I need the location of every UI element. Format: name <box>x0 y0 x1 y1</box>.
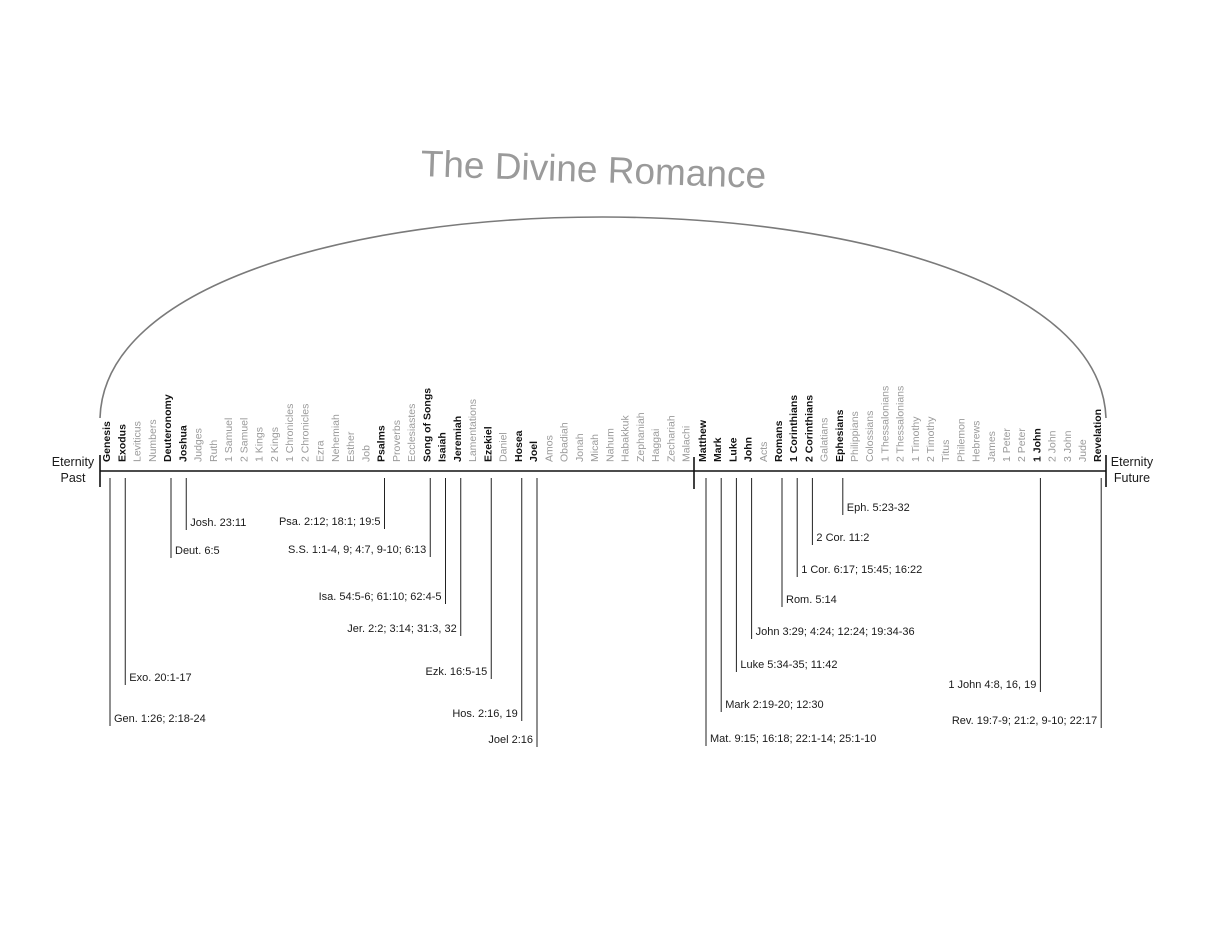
book-label-jude: Jude <box>1077 439 1089 462</box>
book-label-2-timothy: 2 Timothy <box>925 416 937 462</box>
book-label-zechariah: Zechariah <box>665 415 677 462</box>
book-label-amos: Amos <box>543 435 555 462</box>
reference-revelation: Rev. 19:7-9; 21:2, 9-10; 22:17 <box>952 715 1097 727</box>
reference-1-john: 1 John 4:8, 16, 19 <box>948 679 1036 691</box>
book-label-obadiah: Obadiah <box>559 422 571 462</box>
book-label-zephaniah: Zephaniah <box>635 412 647 462</box>
reference-isaiah: Isa. 54:5-6; 61:10; 62:4-5 <box>319 591 442 603</box>
reference-matthew: Mat. 9:15; 16:18; 22:1-14; 25:1-10 <box>710 733 876 745</box>
reference-joel: Joel 2:16 <box>488 734 533 746</box>
book-label-lamentations: Lamentations <box>467 399 479 462</box>
book-label-nehemiah: Nehemiah <box>330 414 342 462</box>
book-label-1-corinthians: 1 Corinthians <box>788 395 800 462</box>
book-label-numbers: Numbers <box>147 419 159 462</box>
book-label-deuteronomy: Deuteronomy <box>162 394 174 462</box>
book-label-revelation: Revelation <box>1092 409 1104 462</box>
reference-romans: Rom. 5:14 <box>786 594 837 606</box>
book-label-philemon: Philemon <box>955 418 967 462</box>
book-label-psalms: Psalms <box>376 425 388 462</box>
book-label-ezekiel: Ezekiel <box>482 426 494 462</box>
book-label-genesis: Genesis <box>101 421 113 462</box>
reference-hosea: Hos. 2:16, 19 <box>452 708 517 720</box>
eternity-past-line2: Past <box>60 471 86 485</box>
reference-exodus: Exo. 20:1-17 <box>129 672 191 684</box>
book-label-malachi: Malachi <box>681 426 693 462</box>
book-label-isaiah: Isaiah <box>437 432 449 462</box>
book-label-1-timothy: 1 Timothy <box>910 416 922 462</box>
diagram-title: The Divine Romance <box>420 143 767 196</box>
arc <box>99 216 1107 419</box>
book-label-2-samuel: 2 Samuel <box>238 418 250 462</box>
book-label-ezra: Ezra <box>315 440 327 462</box>
reference-ezekiel: Ezk. 16:5-15 <box>425 666 487 678</box>
book-label-1-thessalonians: 1 Thessalonians <box>879 386 891 462</box>
reference-john: John 3:29; 4:24; 12:24; 19:34-36 <box>756 626 915 638</box>
book-label-habakkuk: Habakkuk <box>620 415 632 462</box>
book-label-hosea: Hosea <box>513 430 525 462</box>
book-label-ephesians: Ephesians <box>834 409 846 462</box>
book-label-joshua: Joshua <box>177 425 189 462</box>
book-label-proverbs: Proverbs <box>391 420 403 462</box>
book-label-james: James <box>986 431 998 462</box>
eternity-past-line1: Eternity <box>52 455 95 469</box>
book-label-2-john: 2 John <box>1047 430 1059 462</box>
reference-deuteronomy: Deut. 6:5 <box>175 545 220 557</box>
book-label-song-of-songs: Song of Songs <box>421 388 433 462</box>
reference-psalms: Psa. 2:12; 18:1; 19:5 <box>279 516 381 528</box>
book-label-leviticus: Leviticus <box>132 421 144 462</box>
eternity-future-line2: Future <box>1114 471 1150 485</box>
book-label-2-kings: 2 Kings <box>269 427 281 462</box>
book-label-philippians: Philippians <box>849 411 861 462</box>
book-label-1-kings: 1 Kings <box>254 427 266 462</box>
book-label-mark: Mark <box>712 437 724 462</box>
book-label-acts: Acts <box>758 442 770 462</box>
book-label-1-samuel: 1 Samuel <box>223 418 235 462</box>
book-label-hebrews: Hebrews <box>971 421 983 462</box>
book-label-nahum: Nahum <box>604 428 616 462</box>
reference-joshua: Josh. 23:11 <box>190 517 246 529</box>
book-label-1-chronicles: 1 Chronicles <box>284 404 296 462</box>
book-label-2-corinthians: 2 Corinthians <box>803 395 815 462</box>
book-label-matthew: Matthew <box>697 419 709 462</box>
book-label-job: Job <box>360 445 372 462</box>
book-label-joel: Joel <box>528 441 540 462</box>
book-label-judges: Judges <box>193 428 205 462</box>
book-label-ruth: Ruth <box>208 440 220 462</box>
book-label-1-john: 1 John <box>1031 428 1043 462</box>
book-label-john: John <box>743 437 755 462</box>
reference-mark: Mark 2:19-20; 12:30 <box>725 699 823 711</box>
book-label-daniel: Daniel <box>498 432 510 462</box>
eternity-future-line1: Eternity <box>1111 455 1154 469</box>
book-label-haggai: Haggai <box>650 429 662 462</box>
book-label-luke: Luke <box>727 437 739 462</box>
book-label-2-thessalonians: 2 Thessalonians <box>895 386 907 462</box>
reference-luke: Luke 5:34-35; 11:42 <box>740 659 837 671</box>
book-label-2-peter: 2 Peter <box>1016 428 1028 462</box>
reference-genesis: Gen. 1:26; 2:18-24 <box>114 713 206 725</box>
book-label-3-john: 3 John <box>1062 430 1074 462</box>
book-label-2-chronicles: 2 Chronicles <box>299 404 311 462</box>
reference-ephesians: Eph. 5:23-32 <box>847 502 910 514</box>
reference-song-of-songs: S.S. 1:1-4, 9; 4:7, 9-10; 6:13 <box>288 544 426 556</box>
book-label-micah: Micah <box>589 434 601 462</box>
book-label-colossians: Colossians <box>864 411 876 462</box>
book-label-ecclesiastes: Ecclesiastes <box>406 404 418 462</box>
reference-jeremiah: Jer. 2:2; 3:14; 31:3, 32 <box>347 623 456 635</box>
book-label-titus: Titus <box>940 440 952 462</box>
book-label-exodus: Exodus <box>116 424 128 462</box>
book-label-esther: Esther <box>345 431 357 462</box>
book-label-jeremiah: Jeremiah <box>452 416 464 462</box>
book-label-galatians: Galatians <box>819 418 831 462</box>
book-label-jonah: Jonah <box>574 433 586 462</box>
book-label-romans: Romans <box>773 420 785 462</box>
reference-1-corinthians: 1 Cor. 6:17; 15:45; 16:22 <box>801 564 922 576</box>
book-label-1-peter: 1 Peter <box>1001 428 1013 462</box>
reference-2-corinthians: 2 Cor. 11:2 <box>816 532 869 544</box>
